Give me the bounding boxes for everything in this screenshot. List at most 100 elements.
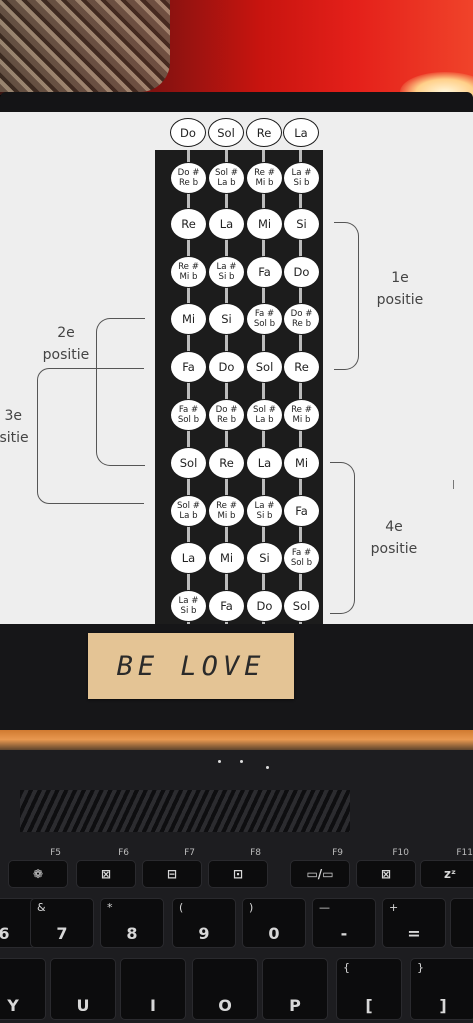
key-shift-label: ): [249, 901, 254, 914]
note-name: Re: [181, 217, 196, 231]
key-label: ]: [439, 996, 447, 1015]
key-shift-label: —: [319, 901, 330, 914]
keyboard-key[interactable]: I: [120, 958, 186, 1020]
note-name: Sol b: [253, 319, 276, 329]
fingerboard-note: La: [246, 447, 283, 479]
fingerboard-note: La #Si b: [283, 162, 320, 194]
string-line: [299, 150, 302, 624]
string-line: [262, 150, 265, 624]
fingerboard-note: Mi: [208, 542, 245, 574]
fingerboard-note: Do #Re b: [208, 399, 245, 431]
fingerboard-note: Re #Mi b: [208, 495, 245, 527]
key-shift-label: {: [343, 961, 350, 974]
monitor-screen: 1e positie 2e positie 3e positie 4e posi…: [0, 112, 473, 624]
note-name: Sol b: [290, 558, 313, 568]
note-name: Do: [218, 360, 235, 374]
fingerboard-note: Sol: [283, 590, 320, 622]
note-name: La b: [255, 415, 274, 425]
note-name: La #: [254, 501, 275, 511]
note-name: La: [181, 551, 196, 565]
fingerboard-note: Fa #Sol b: [283, 542, 320, 574]
keyboard-key[interactable]: )0: [242, 898, 306, 948]
fingerboard-note: La: [170, 542, 207, 574]
fingerboard-note: Do #Re b: [283, 303, 320, 335]
key-label: -: [340, 924, 348, 943]
position-4-label: 4e positie: [370, 519, 418, 557]
key-label: =: [407, 924, 421, 943]
note-name: Do: [293, 265, 310, 279]
note-name: Re b: [216, 415, 237, 425]
key-icon: ⊠: [380, 867, 392, 881]
position-3-label: 3e positie: [0, 408, 29, 446]
note-name: Mi b: [217, 511, 236, 521]
fingerboard-note: Fa #Sol b: [246, 303, 283, 335]
fingerboard-note: Sol #La b: [208, 162, 245, 194]
note-name: Re b: [291, 319, 312, 329]
note-name: La: [219, 217, 234, 231]
note-name: La: [257, 456, 272, 470]
key-label: 6: [0, 924, 10, 943]
key-label: 7: [56, 924, 68, 943]
key-icon: ❁: [32, 867, 44, 881]
fingerboard-note: Mi: [170, 303, 207, 335]
fingerboard-note: Fa: [283, 495, 320, 527]
key-fn-label: F10: [392, 848, 409, 858]
note-name: Sol b: [177, 415, 200, 425]
key-label: U: [76, 996, 90, 1015]
keyboard-key[interactable]: F9▭/▭: [290, 848, 350, 888]
note-name: Si: [296, 217, 307, 231]
note-name: Sol: [292, 599, 311, 613]
note-name: Do #: [215, 405, 238, 415]
keyboard-key[interactable]: +=: [382, 898, 446, 948]
key-label: O: [218, 996, 232, 1015]
keyboard-key[interactable]: U: [50, 958, 116, 1020]
keyboard-key[interactable]: F10⊠: [356, 848, 416, 888]
keyboard-key[interactable]: Y: [0, 958, 46, 1020]
note-name: Re: [294, 360, 309, 374]
note-name: Si b: [293, 178, 310, 188]
note-name: Fa: [220, 599, 233, 613]
note-name: Fa #: [178, 405, 199, 415]
fingerboard-note: La: [208, 208, 245, 240]
fingerboard-note: La #Si b: [208, 256, 245, 288]
keyboard-key[interactable]: F6⊠: [76, 848, 136, 888]
keyboard-key[interactable]: F5❁: [8, 848, 68, 888]
key-shift-label: +: [389, 901, 399, 914]
key-shift-label: (: [179, 901, 184, 914]
note-name: Mi b: [179, 272, 198, 282]
position-2-label: 2e positie: [42, 325, 90, 363]
keyboard-key[interactable]: O: [192, 958, 258, 1020]
note-name: Sol #: [214, 168, 239, 178]
fingerboard-note: Do: [208, 351, 245, 383]
note-name: Sol: [179, 456, 198, 470]
keyboard-key[interactable]: *8: [100, 898, 164, 948]
sticky-note: BE LOVE: [88, 633, 294, 699]
indicator-led: [240, 760, 243, 763]
indicator-led: [218, 760, 221, 763]
string-line: [187, 150, 190, 624]
keyboard-key[interactable]: F8⊡: [208, 848, 268, 888]
key-icon: ⊟: [166, 867, 178, 881]
note-name: Re b: [178, 178, 199, 188]
open-string-note: Do: [170, 118, 206, 147]
keyboard-key[interactable]: P: [262, 958, 328, 1020]
keyboard-key[interactable]: (9: [172, 898, 236, 948]
note-name: Re #: [178, 262, 199, 272]
keyboard-key[interactable]: —-: [312, 898, 376, 948]
fingerboard-note: Re: [170, 208, 207, 240]
keyboard-key[interactable]: {[: [336, 958, 402, 1020]
keyboard-key[interactable]: F7 ⊟: [142, 848, 202, 888]
fingerboard-note: Sol #La b: [170, 495, 207, 527]
fingerboard-note: Mi: [283, 447, 320, 479]
position-1-label: 1e positie: [376, 270, 424, 308]
fingerboard-note: Si: [208, 303, 245, 335]
keyboard-key[interactable]: &7: [30, 898, 94, 948]
open-string-note: La: [283, 118, 319, 147]
position-3-bracket: [37, 368, 144, 504]
keyboard-key[interactable]: [450, 898, 473, 948]
key-fn-label: F7: [184, 848, 195, 858]
keyboard-key[interactable]: }]: [410, 958, 473, 1020]
note-name: Mi: [219, 551, 234, 565]
